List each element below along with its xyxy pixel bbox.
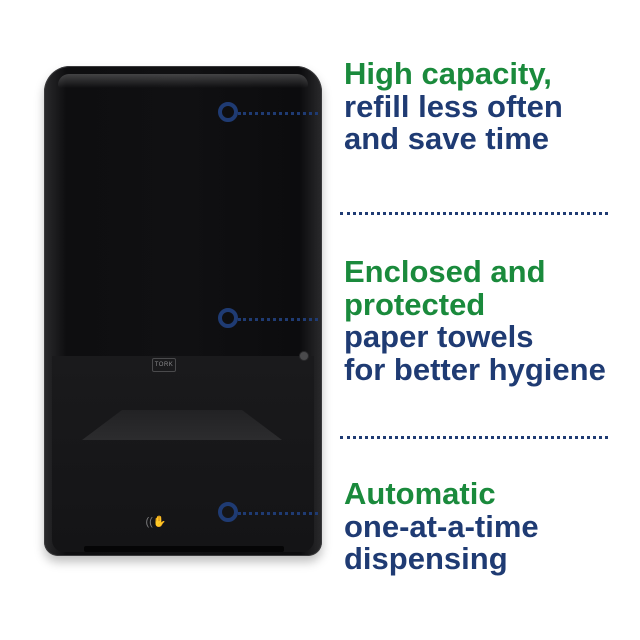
dispenser-top-highlight: [58, 74, 308, 88]
callout-marker-2: [218, 308, 238, 328]
towel-dispenser-image: TORK ((✋: [44, 66, 322, 556]
feature-automatic: Automatic one-at-a-time dispensing: [344, 476, 634, 577]
feature-2-line-3: paper towels: [344, 319, 534, 355]
feature-1-line-3: and save time: [344, 121, 550, 157]
callout-leader-3: [238, 512, 318, 515]
feature-3-line-3: dispensing: [344, 541, 508, 577]
feature-1-line-2: refill less often: [344, 88, 563, 124]
dispenser-lower-panel: [52, 356, 314, 552]
callout-leader-2: [238, 318, 318, 321]
feature-enclosed: Enclosed and protected paper towels for …: [344, 254, 634, 387]
feature-2-line-1: Enclosed and: [344, 254, 546, 289]
divider-1: [340, 212, 608, 215]
brand-logo: TORK: [152, 358, 176, 372]
dispensing-slot: [84, 546, 284, 552]
feature-2-line-4: for better hygiene: [344, 351, 606, 387]
callout-marker-1: [218, 102, 238, 122]
feature-3-line-2: one-at-a-time: [344, 508, 539, 544]
divider-2: [340, 436, 608, 439]
feature-high-capacity: High capacity, refill less often and sav…: [344, 56, 634, 157]
lock-icon: [300, 352, 308, 360]
feature-3-line-1: Automatic: [344, 476, 496, 511]
feature-1-line-1: High capacity,: [344, 56, 552, 91]
callout-leader-1: [238, 112, 318, 115]
callout-marker-3: [218, 502, 238, 522]
feature-2-line-2: protected: [344, 286, 486, 322]
sensor-wave-icon: ((✋: [145, 516, 167, 528]
